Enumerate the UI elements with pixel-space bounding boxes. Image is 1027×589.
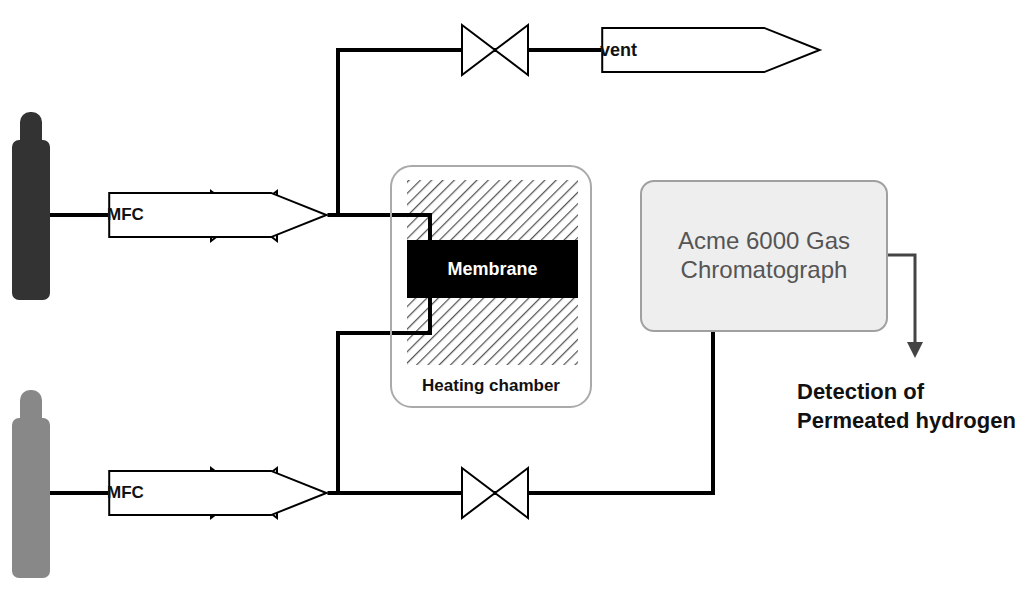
gas-cylinder <box>12 112 50 300</box>
gas-line <box>328 215 430 240</box>
gas-line <box>50 213 108 217</box>
valve-symbol <box>462 25 528 75</box>
gas-line <box>50 491 108 495</box>
chamber-fill <box>391 166 591 407</box>
mass-flow-controller: MFC <box>107 192 329 238</box>
gas-chromatograph: Acme 6000 Gas Chromatograph <box>640 180 888 332</box>
valve-symbol <box>462 468 528 518</box>
gas-line <box>328 50 601 215</box>
detection-arrow <box>888 255 923 358</box>
box-label: MFC <box>107 205 144 225</box>
box-label: Membrane <box>447 259 537 280</box>
box-label: vent <box>600 40 637 61</box>
membrane: Membrane <box>407 240 578 298</box>
box-label: MFC <box>107 483 144 503</box>
chamber-label: Heating chamber <box>422 376 560 396</box>
output-label: Detection of Permeated hydrogen <box>797 378 1019 435</box>
heating-chamber: Heating chamber Membrane <box>390 165 592 408</box>
mass-flow-controller: MFC <box>107 470 329 516</box>
gas-line <box>328 298 430 493</box>
vent-outlet: vent <box>600 27 822 73</box>
gas-line <box>328 332 713 493</box>
gas-cylinder <box>12 390 50 578</box>
heater-hatching <box>407 180 578 365</box>
instrument-name: Acme 6000 Gas Chromatograph <box>664 227 864 285</box>
